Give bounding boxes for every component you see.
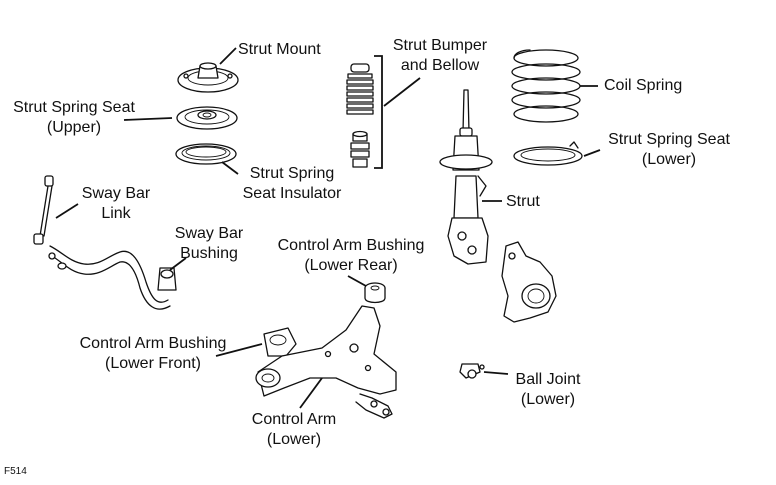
label-strut-spring-seat-upper: Strut Spring Seat (Upper): [13, 99, 135, 136]
leader-strut-mount: [219, 47, 237, 65]
leader-control-arm-bushing-lower-rear: [347, 275, 367, 287]
label-strut-spring-seat-insulator: Strut Spring Seat Insulator: [242, 165, 342, 202]
control-arm-bushing-lower-front-part: [263, 327, 297, 357]
label-ball-joint-lower: Ball Joint (Lower): [515, 371, 581, 408]
strut-spring-seat-insulator-part: [175, 143, 237, 165]
label-strut-spring-seat-lower: Strut Spring Seat (Lower): [608, 131, 730, 168]
leader-sway-bar-link: [55, 203, 79, 219]
ball-joint-lower-part: [459, 363, 485, 379]
control-arm-bushing-lower-rear-part: [364, 282, 386, 304]
leader-control-arm-bushing-lower-front: [215, 343, 263, 357]
figure-id: F514: [4, 466, 27, 477]
strut-bumper-bellow-part: [346, 55, 383, 169]
sway-bar-link-part: [33, 175, 54, 245]
leader-strut-spring-seat-insulator: [221, 161, 239, 175]
leader-sway-bar-bushing: [169, 257, 187, 271]
sway-bar-part: [48, 245, 171, 310]
strut-spring-seat-lower-part: [513, 141, 583, 166]
label-control-arm-bushing-lower-rear: Control Arm Bushing (Lower Rear): [277, 237, 425, 274]
strut-mount-part: [177, 62, 239, 93]
label-sway-bar-bushing: Sway Bar Bushing: [174, 225, 244, 262]
steering-knuckle-part: [501, 241, 557, 323]
leader-lines: [55, 47, 601, 409]
leader-control-arm-lower: [299, 377, 323, 409]
label-strut: Strut: [506, 193, 540, 210]
strut-part: [439, 89, 493, 265]
label-sway-bar-link: Sway Bar Link: [81, 185, 151, 222]
label-strut-bumper-bellow: Strut Bumper and Bellow: [392, 37, 488, 74]
label-strut-mount: Strut Mount: [238, 41, 321, 58]
label-control-arm-bushing-lower-front: Control Arm Bushing (Lower Front): [79, 335, 227, 372]
sway-bar-bushing-part: [157, 267, 177, 291]
leader-strut-spring-seat-upper: [123, 117, 173, 121]
coil-spring-part: [511, 49, 581, 123]
label-coil-spring: Coil Spring: [604, 77, 683, 94]
label-control-arm-lower: Control Arm (Lower): [251, 411, 337, 448]
leader-strut-bumper-bellow: [383, 77, 421, 107]
leader-ball-joint-lower: [483, 371, 509, 375]
leader-strut-spring-seat-lower: [583, 149, 601, 157]
strut-spring-seat-upper-part: [176, 106, 238, 130]
control-arm-lower-part: [255, 305, 397, 419]
